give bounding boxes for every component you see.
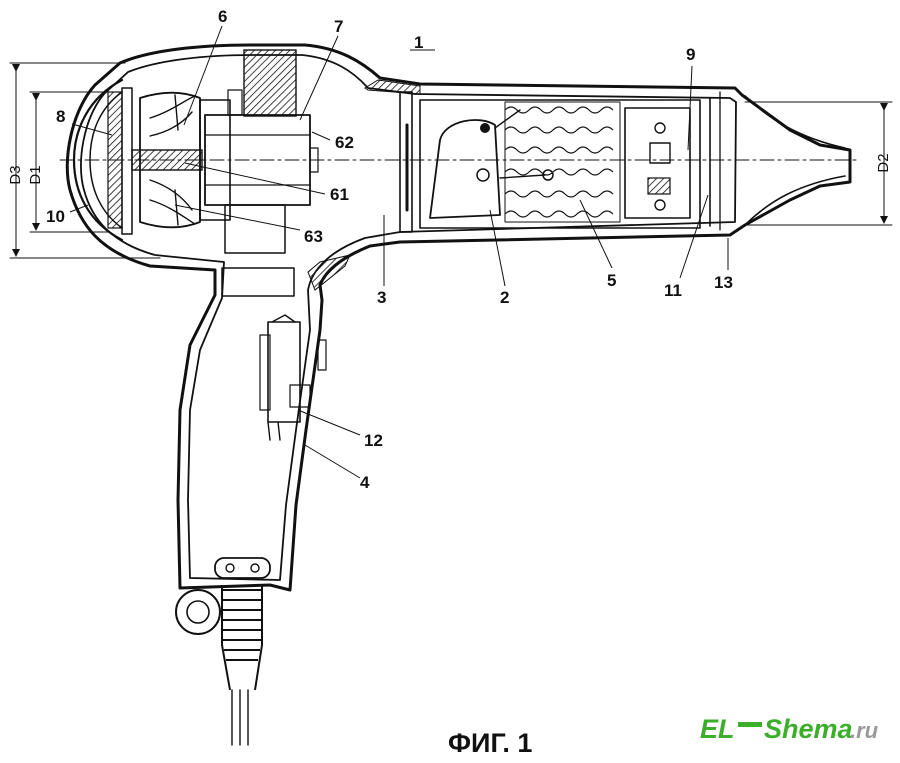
dryer-housing [65,43,852,592]
dim-label-d3: D3 [7,165,24,184]
part-label-3: 3 [377,288,386,307]
part-label-6: 6 [218,7,227,26]
svg-text:EL: EL [700,714,735,744]
part-label-61: 61 [330,185,349,204]
part-label-12: 12 [364,431,383,450]
figure-caption: ФИГ. 1 [448,728,532,758]
svg-text:Shema: Shema [764,714,853,744]
watermark-mid: Shema [764,714,853,744]
part-label-10: 10 [46,207,65,226]
dim-label-d2: D2 [875,153,892,172]
leader-lines [69,25,729,479]
part-label-7: 7 [334,17,343,36]
part-label-9: 9 [686,45,695,64]
part-label-62: 62 [335,133,354,152]
part-label-5: 5 [607,271,616,290]
cord-bushing [175,557,271,746]
handle [175,267,327,746]
part-label-13: 13 [714,273,733,292]
svg-text:.ru: .ru [850,718,879,743]
watermark-left: EL [700,714,735,744]
dimension-lines [9,62,893,259]
heater-element [399,91,701,233]
watermark-right: .ru [850,718,879,743]
motor [204,49,319,254]
part-label-63: 63 [304,227,323,246]
watermark-logo: EL Shema .ru [700,714,879,744]
assembly-number-label: 1 [414,33,423,52]
dim-label-d1: D1 [27,165,44,184]
part-label-2: 2 [500,288,509,307]
nozzle [709,91,846,231]
part-label-8: 8 [56,107,65,126]
switch-unit [259,314,327,441]
part-label-11: 11 [664,281,682,300]
part-label-4: 4 [360,473,370,492]
